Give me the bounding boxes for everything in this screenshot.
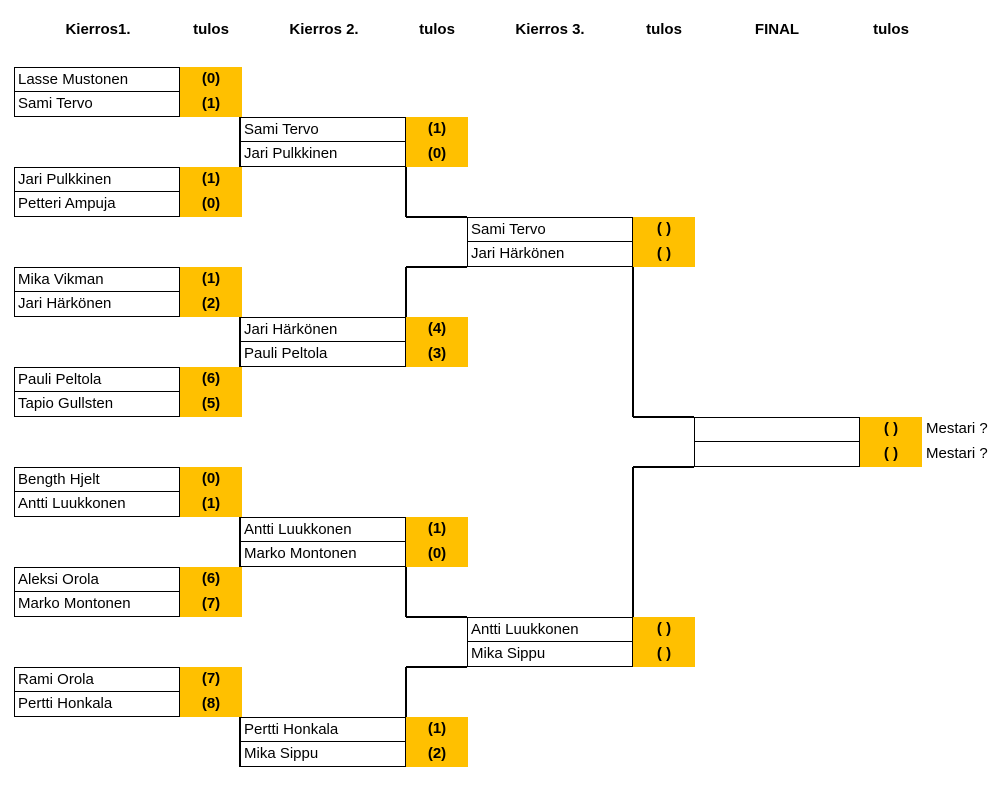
player-name-cell: Tapio Gullsten (14, 391, 180, 417)
player-name-cell (694, 417, 860, 442)
header-score-final: tulos (873, 21, 909, 38)
header-round-2: Kierros 2. (289, 21, 359, 38)
score-cell: (0) (180, 467, 242, 492)
player-name-cell: Jari Pulkkinen (14, 167, 180, 192)
player-name-cell: Jari Härkönen (467, 241, 633, 267)
bracket-connector (239, 717, 241, 767)
score-cell: (1) (180, 267, 242, 292)
score-cell: (1) (406, 717, 468, 742)
bracket-connector (633, 466, 694, 468)
bracket-connector (239, 517, 241, 567)
score-cell: ( ) (633, 642, 695, 667)
player-name-cell: Mika Sippu (467, 641, 633, 667)
player-name-cell: Antti Luukkonen (14, 491, 180, 517)
player-name-cell: Aleksi Orola (14, 567, 180, 592)
score-cell: (6) (180, 367, 242, 392)
player-name-cell: Antti Luukkonen (240, 517, 406, 542)
player-name-cell: Bength Hjelt (14, 467, 180, 492)
score-cell: (0) (406, 542, 468, 567)
bracket-connector (406, 216, 467, 218)
bracket-connector (406, 266, 467, 268)
header-score-2: tulos (419, 21, 455, 38)
player-name-cell: Petteri Ampuja (14, 191, 180, 217)
header-score-1: tulos (193, 21, 229, 38)
header-score-3: tulos (646, 21, 682, 38)
score-cell: (0) (180, 67, 242, 92)
score-cell: ( ) (860, 442, 922, 467)
score-cell: (0) (180, 192, 242, 217)
score-cell: (3) (406, 342, 468, 367)
player-name-cell: Sami Tervo (240, 117, 406, 142)
score-cell: ( ) (860, 417, 922, 442)
player-name-cell: Sami Tervo (467, 217, 633, 242)
player-name-cell: Rami Orola (14, 667, 180, 692)
player-name-cell: Jari Härkönen (14, 291, 180, 317)
player-name-cell: Antti Luukkonen (467, 617, 633, 642)
bracket-connector (239, 317, 241, 367)
score-cell: ( ) (633, 242, 695, 267)
score-cell: (1) (406, 117, 468, 142)
score-cell: (1) (180, 167, 242, 192)
bracket-connector (405, 167, 407, 217)
player-name-cell: Marko Montonen (240, 541, 406, 567)
score-cell: (4) (406, 317, 468, 342)
bracket-connector (406, 666, 467, 668)
player-name-cell: Jari Pulkkinen (240, 141, 406, 167)
score-cell: (6) (180, 567, 242, 592)
bracket-connector (632, 267, 634, 417)
score-cell: (1) (180, 492, 242, 517)
score-cell: (2) (406, 742, 468, 767)
score-cell: (0) (406, 142, 468, 167)
header-final: FINAL (754, 21, 800, 38)
player-name-cell: Pauli Peltola (14, 367, 180, 392)
bracket-connector (405, 267, 407, 317)
score-cell: ( ) (633, 617, 695, 642)
bracket-connector (405, 567, 407, 617)
score-cell: (7) (180, 667, 242, 692)
score-cell: (1) (180, 92, 242, 117)
player-name-cell (694, 441, 860, 467)
player-name-cell: Lasse Mustonen (14, 67, 180, 92)
bracket-connector (633, 416, 694, 418)
score-cell: (7) (180, 592, 242, 617)
bracket-connector (406, 616, 467, 618)
player-name-cell: Sami Tervo (14, 91, 180, 117)
score-cell: (2) (180, 292, 242, 317)
bracket-connector (405, 667, 407, 717)
player-name-cell: Marko Montonen (14, 591, 180, 617)
player-name-cell: Mika Sippu (240, 741, 406, 767)
header-round-3: Kierros 3. (515, 21, 585, 38)
bracket-connector (632, 467, 634, 617)
player-name-cell: Pertti Honkala (14, 691, 180, 717)
header-round-1: Kierros1. (65, 21, 131, 38)
champion-label: Mestari ? (926, 420, 988, 437)
player-name-cell: Mika Vikman (14, 267, 180, 292)
bracket-connector (239, 117, 241, 167)
player-name-cell: Jari Härkönen (240, 317, 406, 342)
score-cell: (1) (406, 517, 468, 542)
score-cell: (8) (180, 692, 242, 717)
player-name-cell: Pauli Peltola (240, 341, 406, 367)
score-cell: ( ) (633, 217, 695, 242)
score-cell: (5) (180, 392, 242, 417)
player-name-cell: Pertti Honkala (240, 717, 406, 742)
champion-label: Mestari ? (926, 445, 988, 462)
